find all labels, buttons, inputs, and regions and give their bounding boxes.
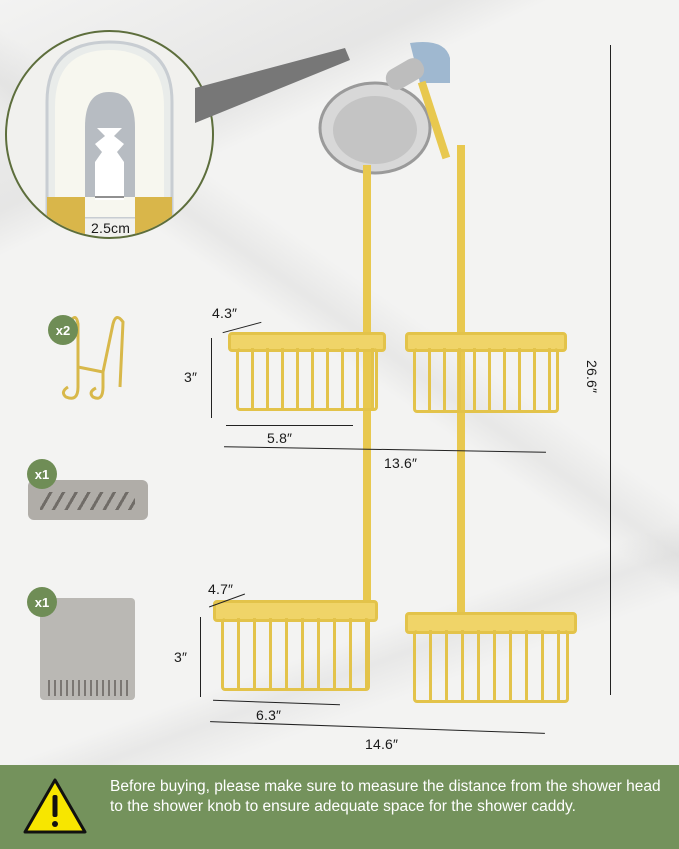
bottom-depth-label: 4.7″ xyxy=(208,581,234,597)
hooks-count-badge: x2 xyxy=(48,315,78,345)
notice-text: Before buying, please make sure to measu… xyxy=(110,778,661,815)
top-height-label: 3″ xyxy=(184,369,198,385)
clamp-detail-illustration xyxy=(45,40,174,237)
top-right-basket xyxy=(405,332,567,417)
hooks-icon xyxy=(61,316,125,400)
bottom-height-arrow xyxy=(200,617,201,697)
bottom-total-label: 14.6″ xyxy=(365,736,399,752)
total-height-arrow xyxy=(610,45,611,695)
bottom-total-arrow xyxy=(210,721,545,734)
clamp-detail-callout: 2.5cm xyxy=(5,30,214,239)
top-total-arrow xyxy=(224,446,546,453)
bottom-width-arrow xyxy=(213,699,340,706)
soap-dish-drain xyxy=(40,492,135,510)
total-height-label: 26.6″ xyxy=(584,360,600,394)
shower-head xyxy=(318,42,450,175)
top-left-basket xyxy=(228,332,386,414)
clamp-gap-label: 2.5cm xyxy=(91,220,131,236)
notice-banner: Before buying, please make sure to measu… xyxy=(0,765,679,849)
bottom-right-basket xyxy=(405,612,577,707)
hooks-accessory xyxy=(48,312,138,412)
storage-cup-accessory xyxy=(40,598,135,700)
bottom-width-label: 6.3″ xyxy=(256,707,282,723)
bottom-height-label: 3″ xyxy=(174,649,188,665)
top-total-label: 13.6″ xyxy=(384,455,418,471)
top-width-arrow xyxy=(226,425,353,426)
top-width-label: 5.8″ xyxy=(267,430,293,446)
soap-dish-count-badge: x1 xyxy=(27,459,57,489)
warning-icon xyxy=(23,778,87,834)
bottom-left-basket xyxy=(213,600,378,695)
storage-cup-count-badge: x1 xyxy=(27,587,57,617)
storage-cup-drain xyxy=(44,680,129,696)
top-height-arrow xyxy=(211,338,212,418)
top-depth-label: 4.3″ xyxy=(212,305,238,321)
callout-pointer xyxy=(195,48,350,123)
